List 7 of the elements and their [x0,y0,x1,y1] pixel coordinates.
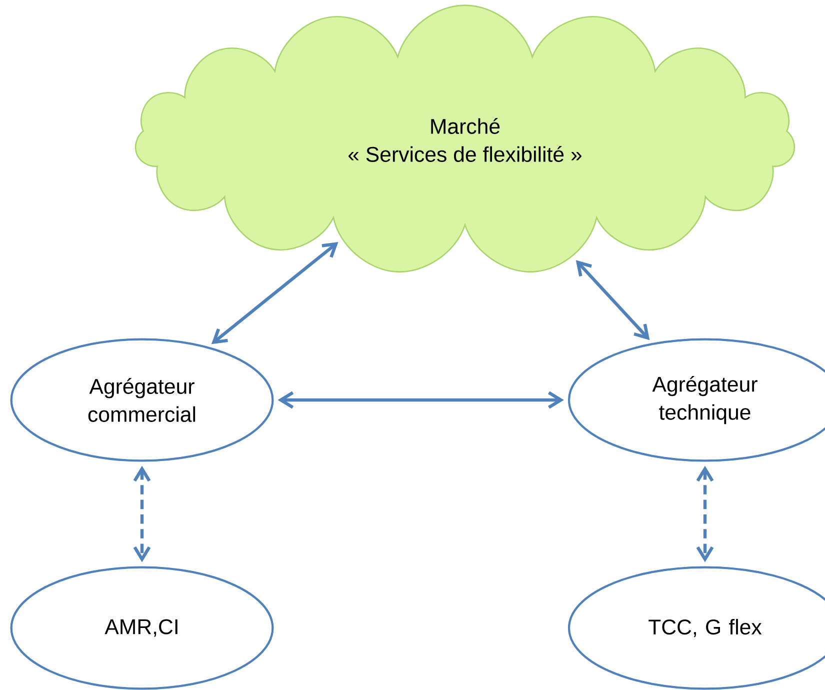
arrow [278,391,564,409]
ellipse-node: AMR,CI [10,566,274,690]
arrow [133,466,151,562]
arrow [696,466,714,562]
arrow [211,242,338,344]
arrow [576,260,650,340]
ellipse-node: Agrégateur commercial [10,338,274,462]
